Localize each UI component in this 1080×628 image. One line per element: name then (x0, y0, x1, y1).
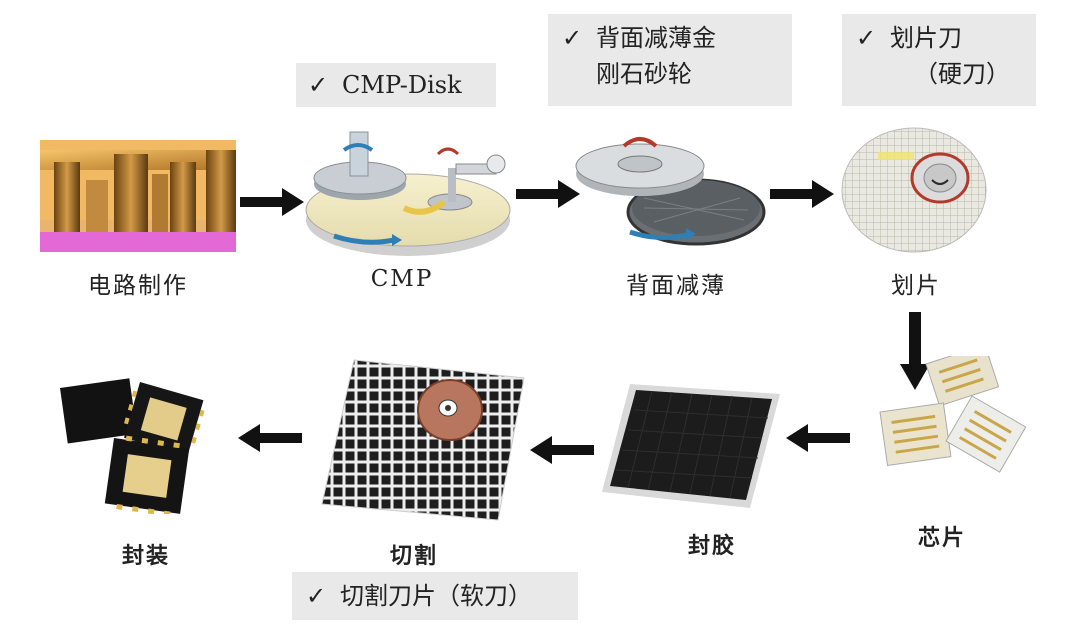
step-label-molding: 封胶 (687, 533, 736, 559)
arrow-right-icon (516, 180, 580, 208)
callout-text-line1: 背面减薄金 (596, 24, 716, 52)
check-icon: ✓ (562, 24, 583, 52)
step-label-cutting: 切割 (389, 543, 438, 569)
callout-cutting-blade: ✓ 切割刀片（软刀） (292, 572, 578, 620)
check-icon: ✓ (306, 582, 327, 610)
callout-cmp-disk: ✓ CMP-Disk (296, 63, 496, 107)
step-label-circuit: 电路制作 (88, 273, 188, 299)
check-icon: ✓ (308, 71, 329, 99)
step-label-scribing: 划片 (891, 273, 941, 299)
callout-text: 切割刀片（软刀） (340, 582, 532, 610)
molding-image (602, 384, 780, 508)
scribing-wafer-image (841, 127, 987, 253)
arrow-left-icon (786, 424, 850, 452)
circuit-fabrication-image (40, 140, 236, 252)
back-thinning-image (575, 137, 766, 246)
callout-text-line2: 刚石砂轮 (596, 60, 692, 88)
callout-text: CMP-Disk (342, 71, 462, 99)
step-label-thinning: 背面减薄 (626, 273, 726, 299)
callout-thinning-wheel: ✓ 背面减薄金 刚石砂轮 (548, 14, 792, 106)
callout-text-line2: （硬刀） (914, 60, 1010, 88)
arrow-right-icon (770, 180, 834, 208)
arrow-right-icon (240, 188, 304, 216)
chips-image (879, 356, 1027, 473)
packaged-chips-image (60, 378, 205, 514)
step-label-chip: 芯片 (917, 525, 966, 551)
arrow-left-icon (530, 436, 594, 464)
callout-scribe-blade: ✓ 划片刀 （硬刀） (842, 14, 1036, 106)
cutting-image (321, 359, 525, 521)
cmp-machine-image (305, 131, 511, 256)
step-label-packaging: 封装 (121, 543, 170, 569)
callout-text-line1: 划片刀 (890, 24, 962, 52)
arrow-down-icon (900, 312, 930, 390)
check-icon: ✓ (856, 24, 877, 52)
arrow-left-icon (238, 424, 302, 452)
step-label-cmp: CMP (370, 266, 434, 292)
